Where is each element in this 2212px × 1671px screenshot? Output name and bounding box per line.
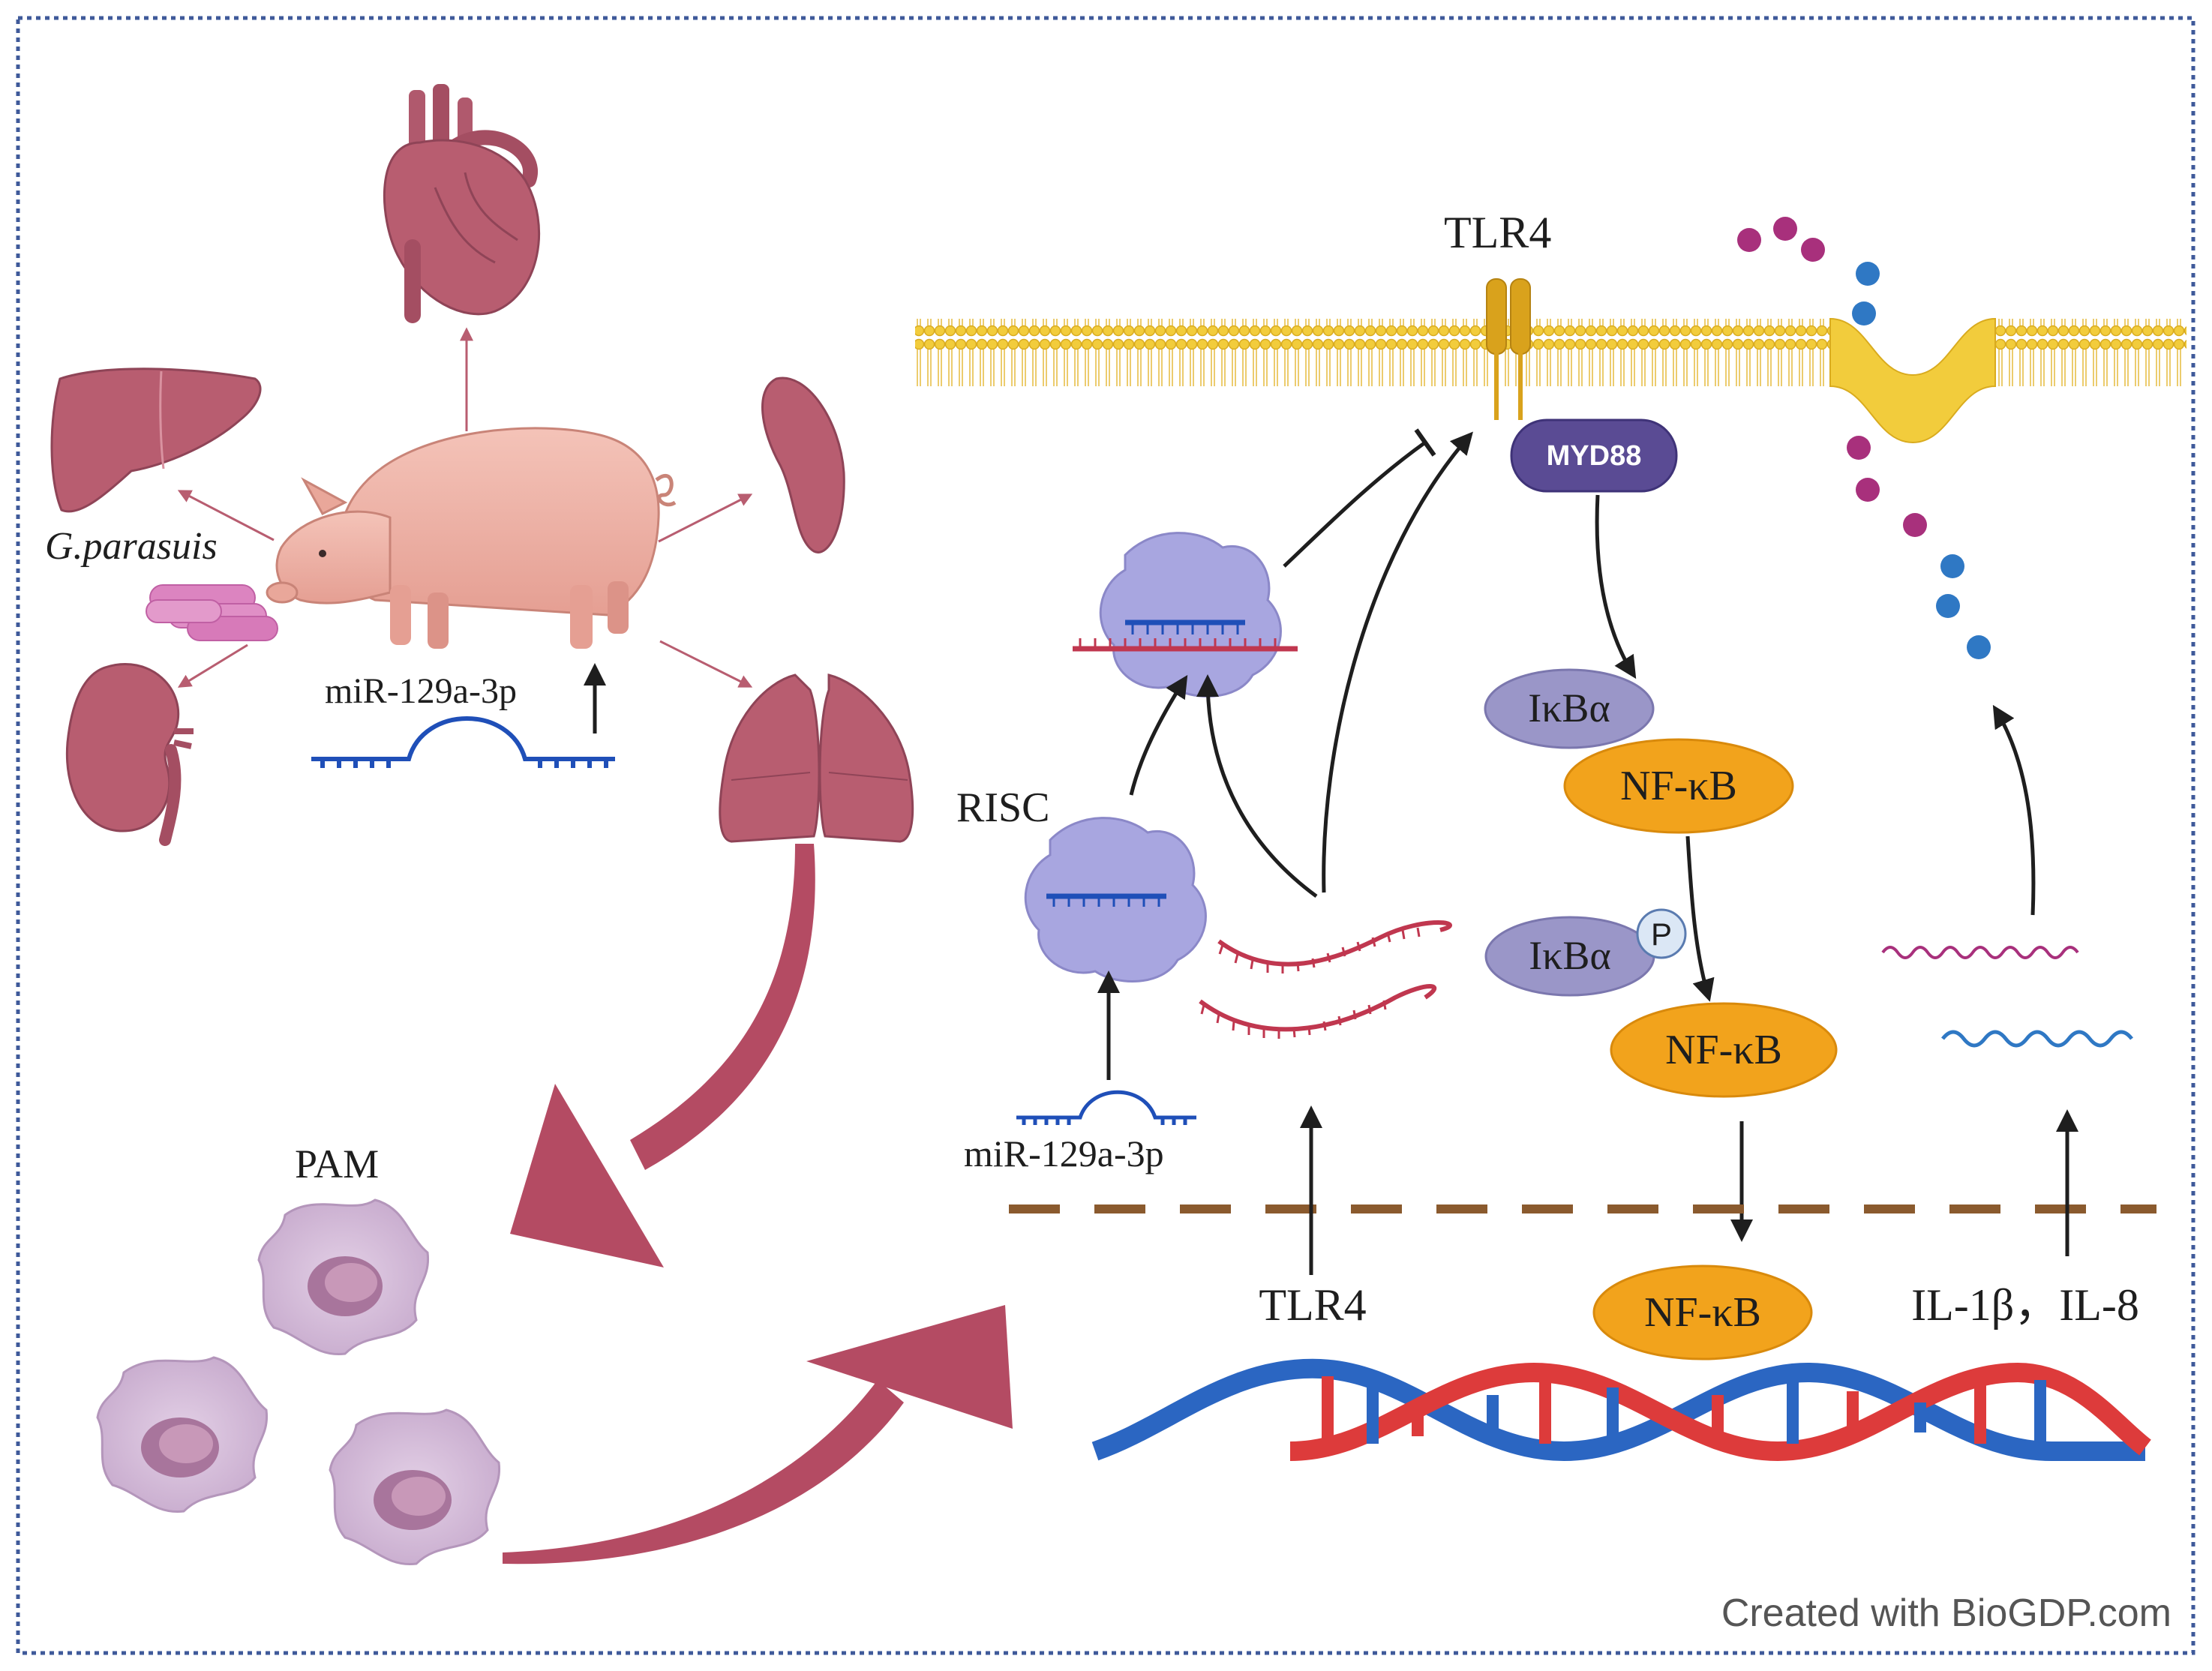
phosphate-label: P bbox=[1651, 916, 1672, 952]
nfkb-label-1: NF-κB bbox=[1620, 763, 1737, 809]
tlr4-top-label: TLR4 bbox=[1444, 208, 1551, 257]
arrow-myd88-to-ikba bbox=[1595, 494, 1637, 680]
cell-membrane bbox=[915, 317, 2186, 444]
lungs-icon bbox=[719, 674, 914, 843]
g-parasuis-bacteria-icon bbox=[146, 584, 278, 641]
spleen-icon bbox=[761, 376, 845, 554]
myd88-protein bbox=[1510, 418, 1678, 493]
arrow-to-kidney bbox=[177, 644, 248, 688]
nfkb-label-3: NF-κB bbox=[1644, 1289, 1761, 1336]
liver-icon bbox=[50, 368, 262, 513]
mirna-label-top: miR-129a-3p bbox=[325, 671, 517, 711]
credit-label: Created with BioGDP.com bbox=[1721, 1592, 2171, 1635]
bacteria-label: G.parasuis bbox=[45, 525, 218, 568]
arrow-cytokine-secretion bbox=[1992, 704, 2036, 916]
macrophage-cell-icon bbox=[257, 1198, 430, 1356]
macrophage-cell-icon bbox=[96, 1356, 269, 1514]
risc-complex bbox=[1024, 817, 1207, 982]
big-arrow-to-cell bbox=[503, 1305, 1013, 1564]
il-mrna-blue bbox=[1941, 1030, 2133, 1048]
nfkb-protein-3 bbox=[1592, 1264, 1813, 1360]
mirna-hairpin-icon-top bbox=[311, 716, 615, 768]
heart-icon bbox=[383, 84, 541, 323]
tlr4-gene-label: TLR4 bbox=[1259, 1280, 1366, 1330]
mirna-label-bottom: miR-129a-3p bbox=[964, 1132, 1164, 1174]
arrow-nfkb-activation bbox=[1685, 836, 1715, 1002]
risc-label: RISC bbox=[956, 784, 1050, 831]
inhibition-arrow-risc-to-tlr4 bbox=[1283, 428, 1436, 568]
mirna-hairpin-icon-bottom bbox=[1016, 1090, 1196, 1125]
arrow-risc-to-target bbox=[1129, 674, 1188, 796]
nfkb-protein-2 bbox=[1610, 1002, 1838, 1098]
macrophage-cell-icon bbox=[329, 1408, 501, 1566]
pam-label: PAM bbox=[295, 1142, 379, 1186]
cytokines-label: IL-1β，IL-8 bbox=[1911, 1280, 2139, 1330]
big-arrow-to-pam bbox=[510, 844, 815, 1268]
il-mrna-magenta bbox=[1881, 946, 2079, 959]
ikba-label-1: IκBα bbox=[1528, 686, 1610, 730]
tlr4-mrna bbox=[1199, 920, 1452, 1039]
tlr4-receptor-icon bbox=[1486, 278, 1531, 420]
arrow-mrna-to-tlr4 bbox=[1322, 431, 1473, 893]
arrow-to-lungs bbox=[659, 640, 753, 688]
arrow-mrna-to-risc bbox=[1196, 674, 1318, 898]
risc-complex-bound bbox=[1073, 532, 1298, 698]
myd88-label: MYD88 bbox=[1547, 440, 1642, 472]
frame-border bbox=[16, 16, 2195, 1655]
arrow-to-liver bbox=[177, 490, 275, 542]
arrow-to-spleen bbox=[658, 494, 753, 543]
ikba-label-2: IκBα bbox=[1529, 933, 1611, 978]
pig-icon bbox=[266, 427, 677, 649]
nfkb-protein-1 bbox=[1563, 738, 1794, 834]
kidney-icon bbox=[65, 663, 194, 846]
nfkb-label-2: NF-κB bbox=[1665, 1027, 1782, 1073]
ikba-protein-1 bbox=[1484, 668, 1655, 749]
secreted-cytokines bbox=[1737, 217, 1991, 659]
dna-double-helix bbox=[1091, 1358, 2151, 1462]
phosphate-icon bbox=[1636, 908, 1687, 959]
